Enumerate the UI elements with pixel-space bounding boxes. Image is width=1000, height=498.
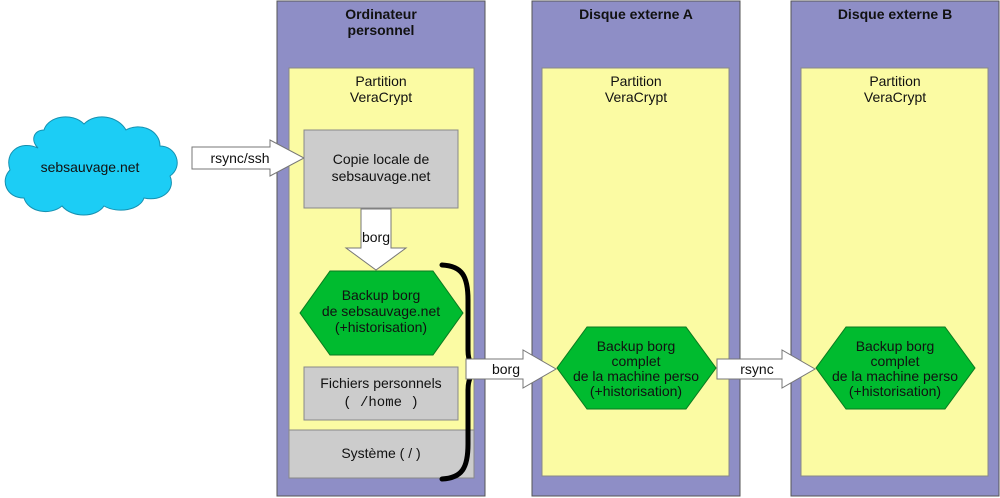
arrow-borg-right: borg <box>465 349 558 389</box>
local-copy-box <box>303 129 459 209</box>
personal-files-line1: Fichiers personnels <box>320 375 441 391</box>
arrow-rsync: rsync <box>716 349 817 389</box>
hexagon-line3: de la machine perso <box>832 368 958 384</box>
system-label: Système ( / ) <box>341 445 420 461</box>
hexagon-backup-sebsauvage: Backup borg de sebsauvage.net (+historis… <box>299 270 464 356</box>
arrow-label: borg <box>492 361 520 377</box>
arrow-label: rsync <box>740 361 773 377</box>
arrow-label: rsync/ssh <box>210 150 269 166</box>
partition-label-line2: VeraCrypt <box>605 89 667 105</box>
partition-label-line1: Partition <box>869 73 920 89</box>
cloud-label: sebsauvage.net <box>41 159 140 175</box>
partition-label-line2: VeraCrypt <box>864 89 926 105</box>
column-title: Disque externe B <box>838 6 952 22</box>
column-title-line1: Ordinateur <box>345 6 417 22</box>
arrow-label: borg <box>362 229 390 245</box>
personal-files-box <box>303 366 459 421</box>
hexagon-line4: (+historisation) <box>590 383 682 399</box>
hexagon-line2: complet <box>611 353 660 369</box>
hexagon-backup-disk-b: Backup borg complet de la machine perso … <box>815 326 976 410</box>
partition-label-line2: VeraCrypt <box>350 89 412 105</box>
arrow-rsync-ssh: rsync/ssh <box>191 139 306 177</box>
hexagon-line2: complet <box>870 353 919 369</box>
local-copy-line1: Copie locale de <box>333 151 430 167</box>
partition-label-line1: Partition <box>355 73 406 89</box>
local-copy-line2: sebsauvage.net <box>332 168 431 184</box>
column-title: Disque externe A <box>579 6 693 22</box>
partition-veracrypt-disk-b <box>800 67 989 477</box>
column-title-line2: personnel <box>348 22 415 38</box>
cloud-sebsauvage: sebsauvage.net <box>4 116 178 216</box>
hexagon-line1: Backup borg <box>597 338 676 354</box>
hexagon-line3: (+historisation) <box>335 319 427 335</box>
hexagon-line1: Backup borg <box>342 287 421 303</box>
hexagon-line1: Backup borg <box>856 338 935 354</box>
partition-label-line1: Partition <box>610 73 661 89</box>
arrow-borg-down: borg <box>344 208 408 271</box>
hexagon-line3: de la machine perso <box>573 368 699 384</box>
system-box <box>288 429 475 479</box>
hexagon-line4: (+historisation) <box>849 383 941 399</box>
hexagon-line2: de sebsauvage.net <box>322 303 440 319</box>
hexagon-backup-disk-a: Backup borg complet de la machine perso … <box>556 326 717 410</box>
personal-files-line2: ( /home ) <box>343 395 419 411</box>
partition-veracrypt-disk-a <box>541 67 730 477</box>
